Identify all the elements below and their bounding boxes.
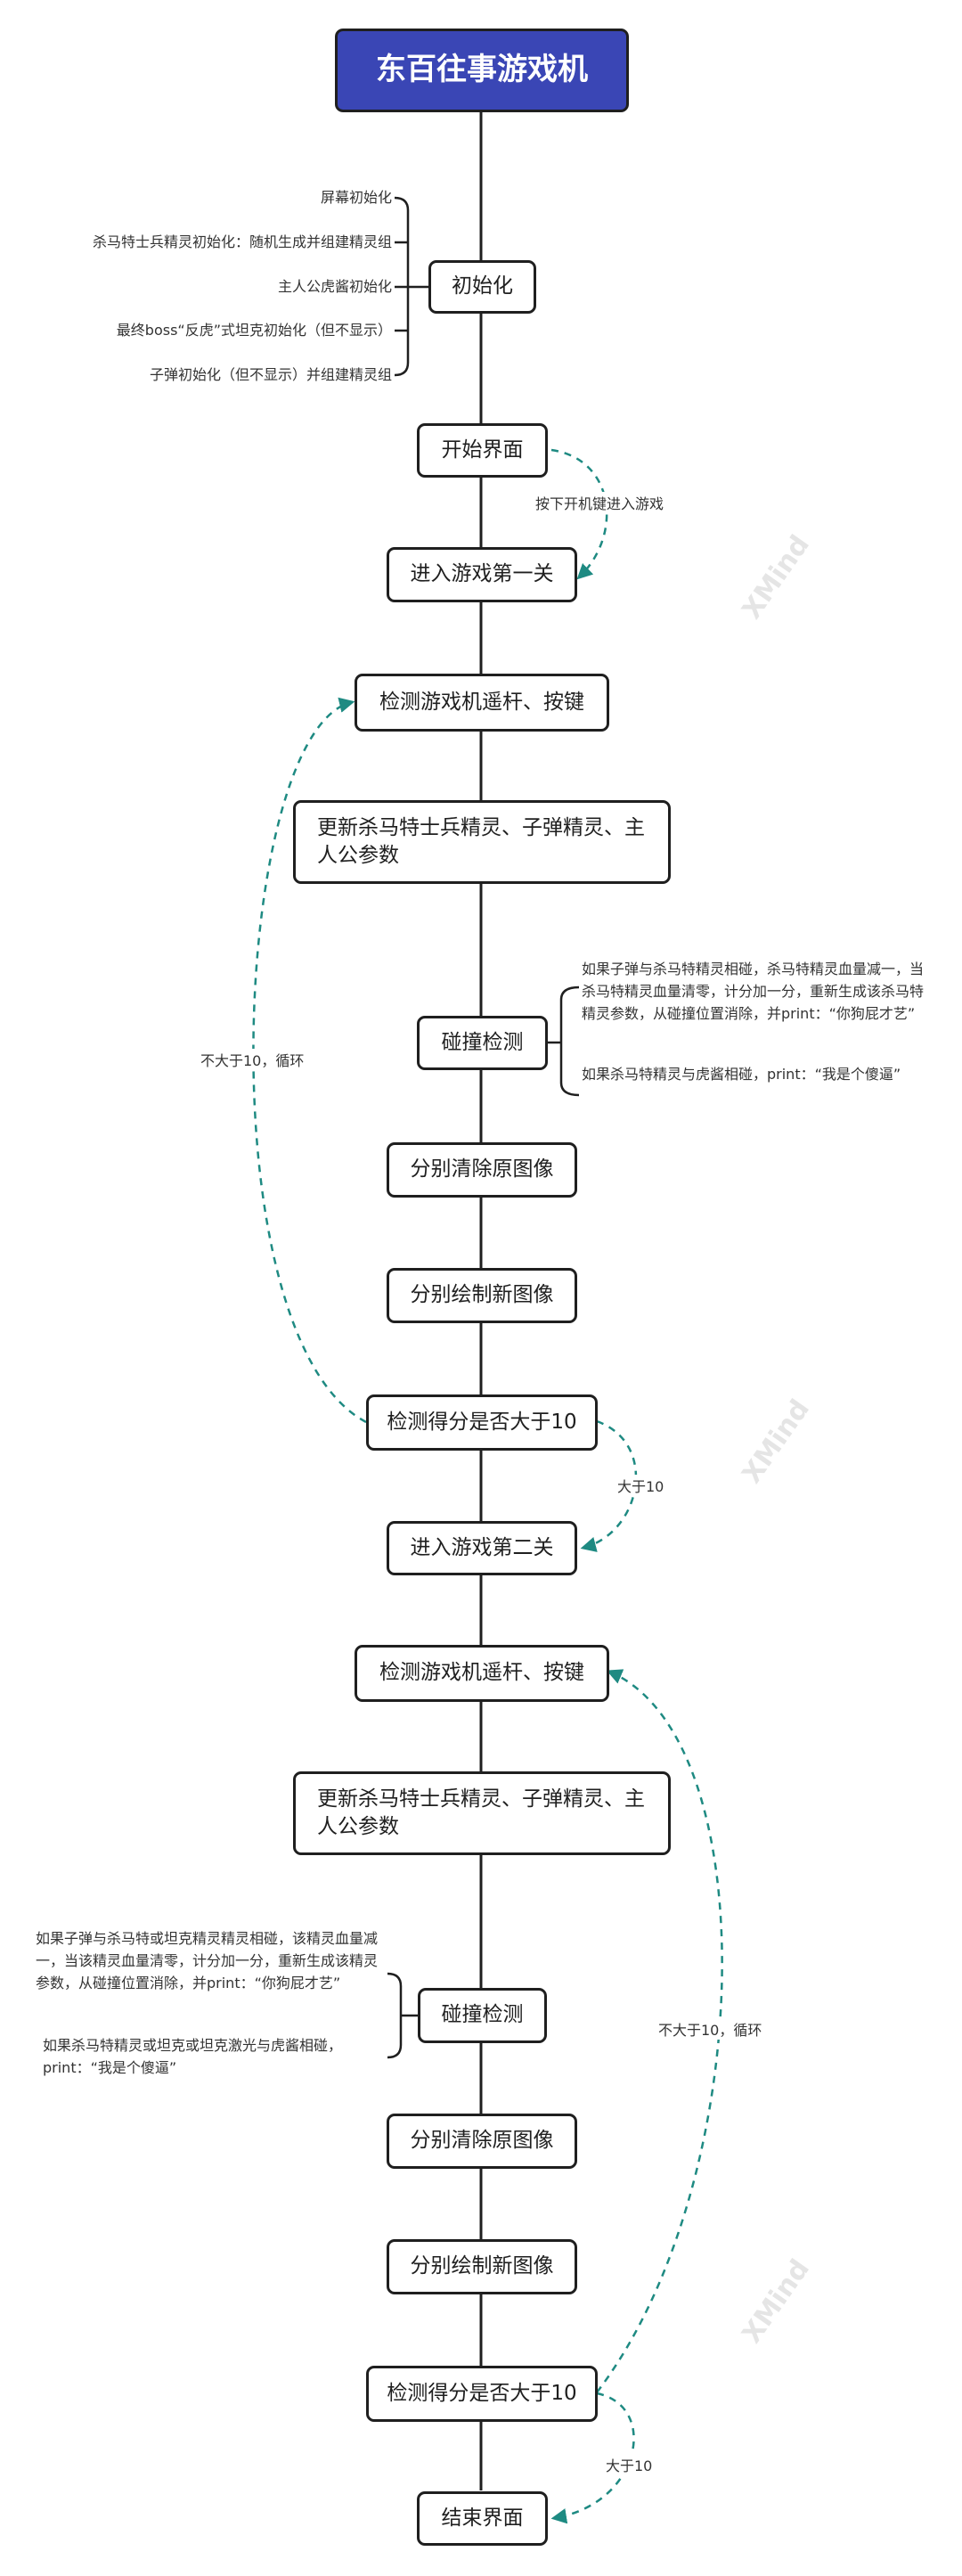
- node-level-2: 进入游戏第二关: [387, 1521, 577, 1575]
- edge-label-loop-1: 不大于10，循环: [200, 1049, 305, 1070]
- edge-label-loop-2: 不大于10，循环: [658, 2018, 762, 2040]
- node-draw-1: 分别绘制新图像: [387, 1268, 577, 1323]
- collide2-bracket: [387, 1972, 418, 2059]
- node-draw-2: 分别绘制新图像: [387, 2239, 577, 2294]
- init-item: 屏幕初始化: [320, 189, 392, 206]
- init-item: 最终boss“反虎”式坦克初始化（但不显示）: [116, 322, 392, 339]
- collide2-note: 如果杀马特精灵或坦克或坦克激光与虎酱相碰，print：“我是个傻逼”: [43, 2037, 343, 2076]
- edge-loop-2: [596, 1669, 723, 2393]
- node-update-2: 更新杀马特士兵精灵、子弹精灵、主人公参数: [293, 1771, 671, 1855]
- init-item: 杀马特士兵精灵初始化：随机生成并组建精灵组: [92, 233, 392, 250]
- node-clear-2: 分别清除原图像: [387, 2114, 577, 2169]
- node-init: 初始化: [428, 260, 536, 314]
- collide1-note: 如果杀马特精灵与虎酱相碰，print：“我是个傻逼”: [582, 1066, 901, 1083]
- edge-label-gt-1: 大于10: [617, 1475, 664, 1496]
- init-bracket: [394, 196, 428, 377]
- diagram-title: 东百往事游戏机: [335, 29, 629, 112]
- node-detect-1: 检测游戏机遥杆、按键: [355, 674, 609, 732]
- collide1-bracket: [548, 985, 580, 1097]
- init-item: 主人公虎酱初始化: [277, 278, 392, 295]
- node-level-1: 进入游戏第一关: [387, 547, 577, 602]
- collide1-note: 如果子弹与杀马特精灵相碰，杀马特精灵血量减一，当杀马特精灵血量清零，计分加一分，…: [582, 961, 925, 1022]
- edge-label-gt-2: 大于10: [606, 2454, 653, 2475]
- node-detect-2: 检测游戏机遥杆、按键: [355, 1645, 609, 1702]
- node-clear-1: 分别清除原图像: [387, 1142, 577, 1198]
- node-collide-2: 碰撞检测: [418, 1988, 547, 2043]
- node-collide-1: 碰撞检测: [417, 1016, 548, 1070]
- init-item: 子弹初始化（但不显示）并组建精灵组: [149, 366, 392, 383]
- node-start-screen: 开始界面: [417, 423, 548, 478]
- edge-label-press-start: 按下开机键进入游戏: [535, 492, 664, 513]
- edge-loop-1: [252, 697, 367, 1424]
- collide2-note: 如果子弹与杀马特或坦克精灵精灵相碰，该精灵血量减一，当该精灵血量清零，计分加一分…: [36, 1930, 379, 1991]
- node-update-1: 更新杀马特士兵精灵、子弹精灵、主人公参数: [293, 800, 671, 884]
- node-score-1: 检测得分是否大于10: [366, 1394, 598, 1451]
- node-end: 结束界面: [417, 2491, 548, 2546]
- node-score-2: 检测得分是否大于10: [366, 2366, 598, 2422]
